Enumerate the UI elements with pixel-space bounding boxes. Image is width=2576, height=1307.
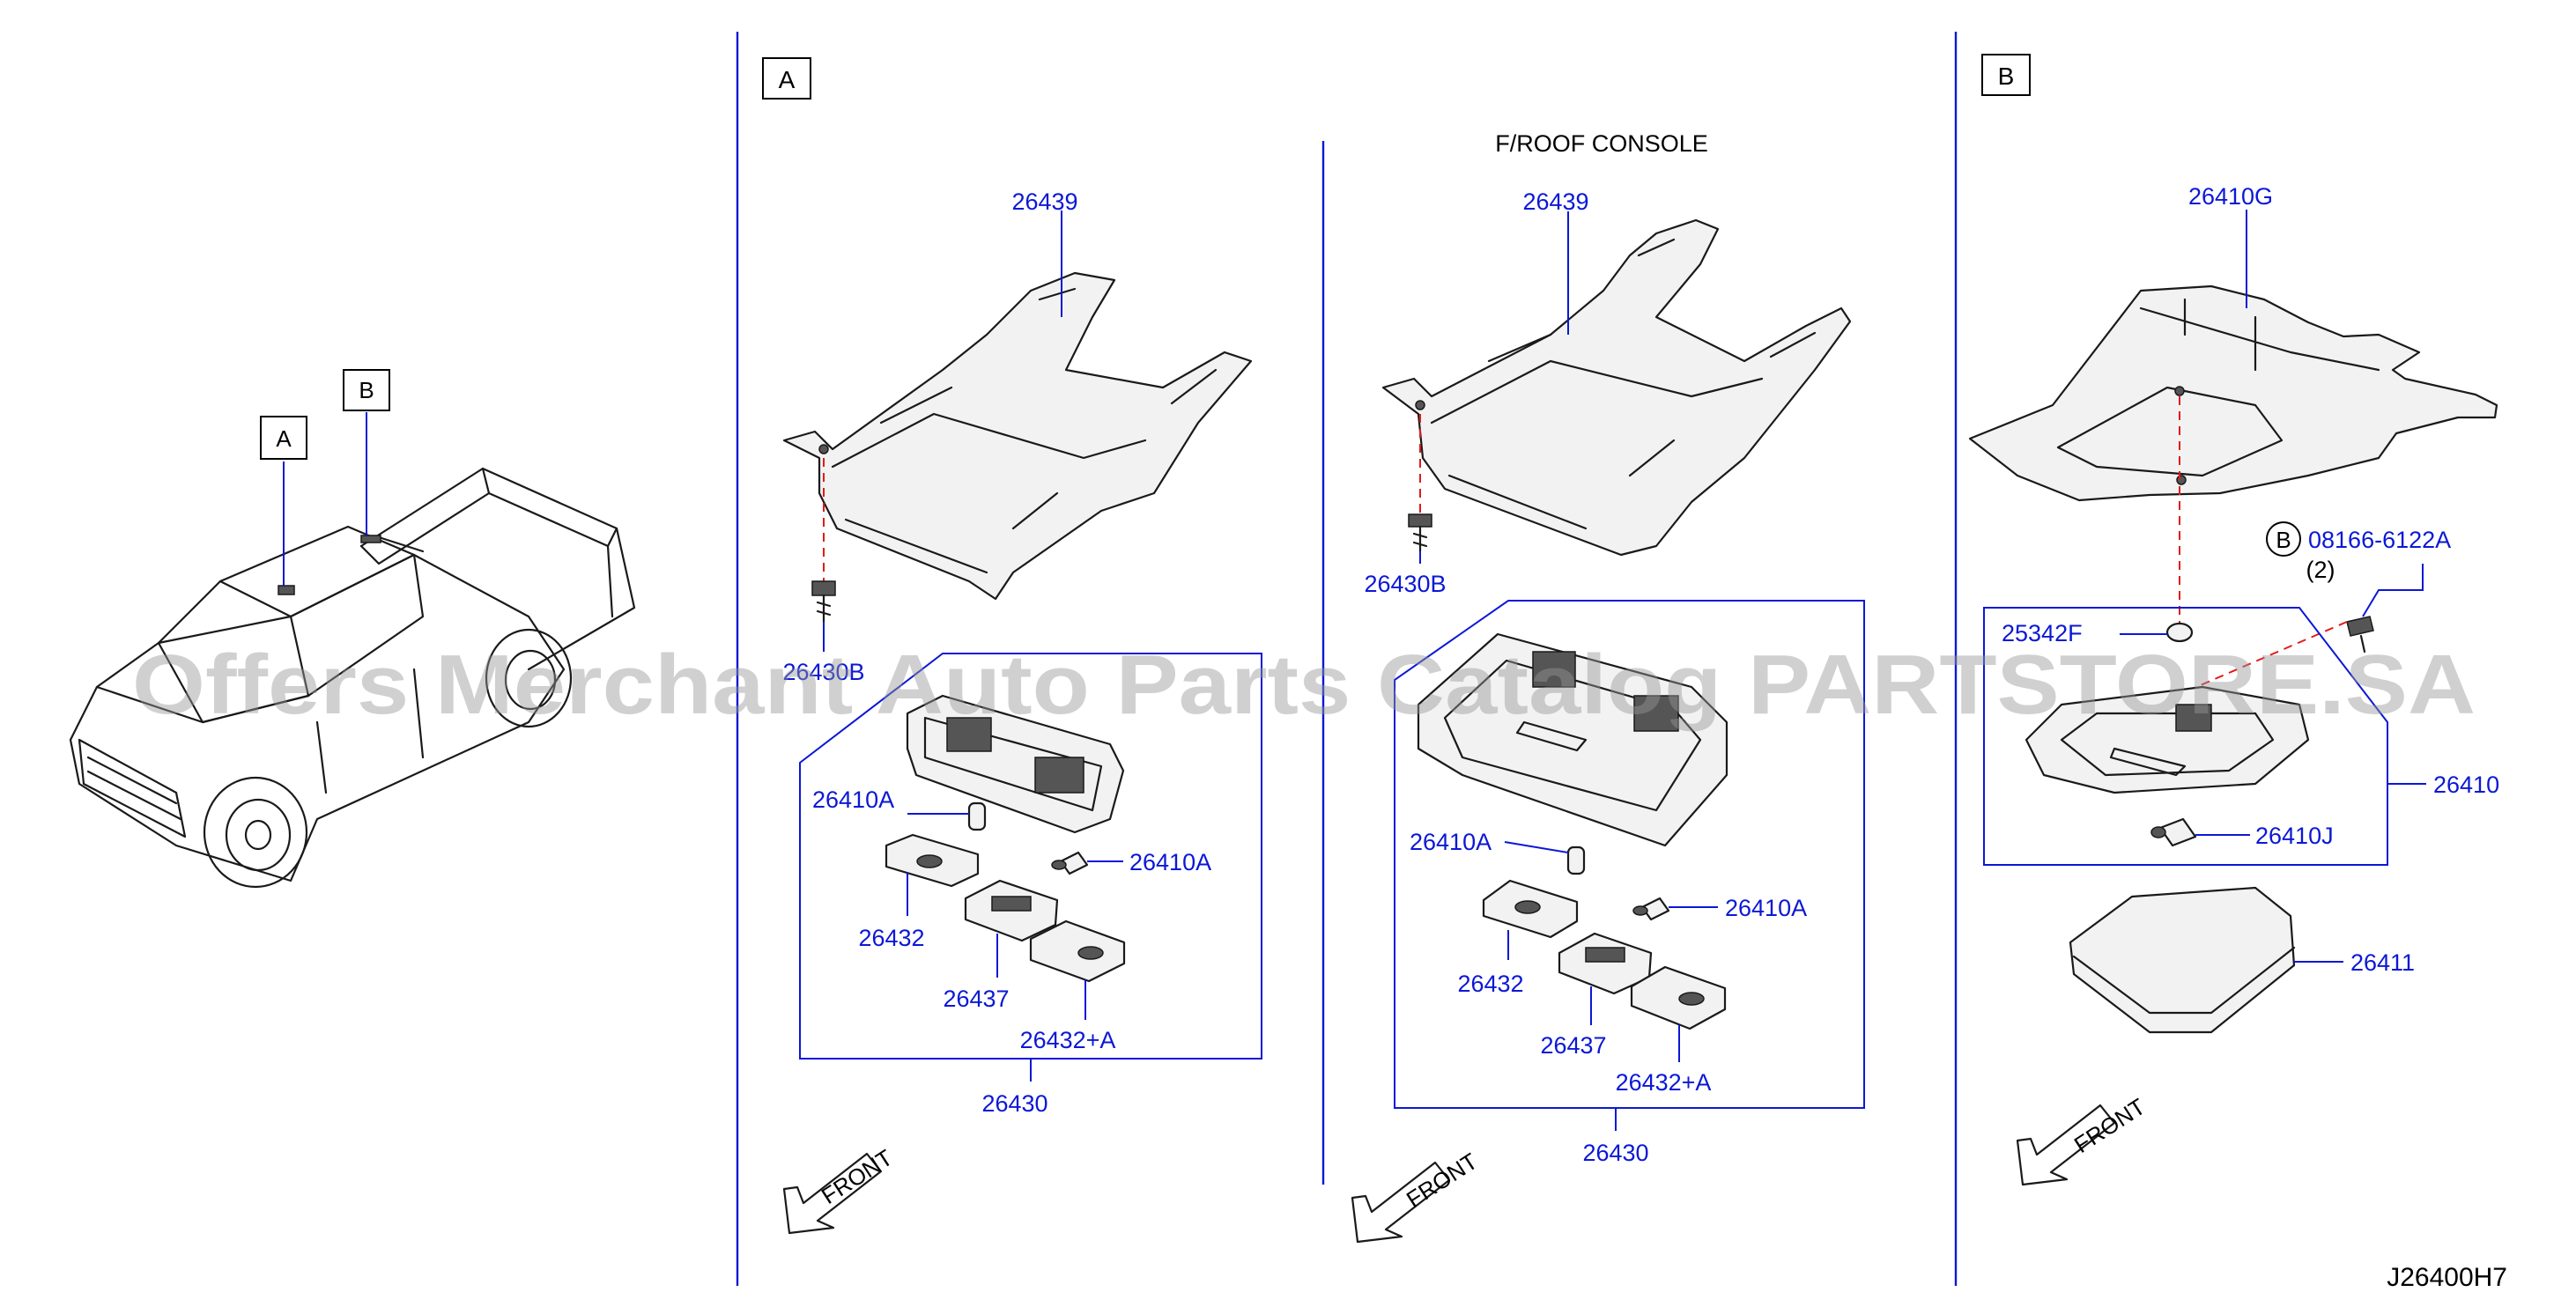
headliner-bracket-b (1968, 284, 2498, 502)
console-title: F/ROOF CONSOLE (1495, 130, 1708, 157)
screw-mid (1408, 513, 1432, 553)
bulb-left-a (967, 801, 987, 831)
bulb-right-mid (1632, 897, 1670, 921)
assembly-box-a (799, 653, 1262, 1060)
lens-26411 (2069, 886, 2296, 1034)
bolt-quantity: (2) (2306, 557, 2335, 583)
label-26410a-right-mid: 26410A (1725, 895, 1807, 921)
console-housing-mid (1417, 632, 1728, 847)
bulb-right-a (1051, 851, 1089, 875)
label-26430b-mid: 26430B (1364, 571, 1446, 597)
label-26430-a: 26430 (981, 1090, 1047, 1117)
label-26410a-left-mid: 26410A (1410, 829, 1492, 855)
label-26432-mid: 26432 (1457, 971, 1523, 997)
bolt-b (2346, 616, 2374, 654)
roof-bracket-mid (1381, 218, 1852, 557)
bulb-left-mid (1566, 845, 1586, 875)
front-arrow-a: FRONT (782, 1144, 898, 1235)
section-b-label: B (1981, 54, 2031, 96)
lens-26432-a (885, 833, 980, 888)
assembly-box-b (1983, 607, 2388, 866)
svg-text:B: B (1998, 63, 2015, 90)
section-a-label: A (762, 57, 811, 100)
label-25342f: 25342F (2002, 620, 2083, 646)
diagram-code: J26400H7 (2387, 1263, 2507, 1292)
label-26437-mid: 26437 (1540, 1032, 1606, 1059)
label-26410a-left-a: 26410A (812, 786, 894, 813)
label-26430b-a: 26430B (782, 659, 864, 685)
front-arrow-mid: FRONT (1351, 1148, 1482, 1244)
label-26437-a: 26437 (943, 986, 1009, 1012)
label-26432-a: 26432 (858, 925, 924, 951)
label-26430-mid: 26430 (1582, 1140, 1648, 1166)
panel-b: 26410G B 08166-6122A (2) 26410 25342F (1968, 183, 2499, 1186)
label-08166-6122a: 08166-6122A (2308, 527, 2451, 553)
truck-callout-b: B (343, 369, 390, 411)
front-label-a: FRONT (817, 1144, 898, 1209)
lens-26432a-mid (1630, 965, 1727, 1030)
label-26432a-mid: 26432+A (1616, 1069, 1712, 1096)
label-26411: 26411 (2350, 949, 2415, 976)
label-26410g: 26410G (2188, 183, 2273, 210)
label-26439-a: 26439 (1011, 188, 1077, 215)
truck-callout-a: A (260, 416, 307, 460)
lens-26432a-a (1029, 919, 1126, 983)
svg-text:A: A (779, 66, 796, 93)
clip-25342f (2165, 622, 2194, 643)
lens-26432-mid (1482, 879, 1579, 939)
pickup-truck-illustration (69, 467, 636, 889)
panel-mid: F/ROOF CONSOLE 26439 26430B 26430 (1351, 130, 1865, 1244)
svg-text:A: A (276, 425, 292, 452)
bolt-ref-b: B (2266, 521, 2301, 557)
front-arrow-b: FRONT (2016, 1093, 2150, 1186)
label-26410: 26410 (2433, 772, 2499, 798)
label-26432a-a: 26432+A (1020, 1027, 1116, 1053)
screw-a (811, 580, 836, 624)
watermark: Offers Merchant Auto Parts Catalog PARTS… (132, 638, 2476, 732)
front-label-b: FRONT (2069, 1093, 2150, 1158)
console-housing-a (906, 694, 1125, 834)
map-lamp-housing-b (2025, 685, 2310, 794)
roof-bracket-a (782, 271, 1253, 601)
label-26439-mid: 26439 (1522, 188, 1588, 215)
label-26410a-right-a: 26410A (1129, 849, 1211, 875)
switch-26437-a (964, 879, 1059, 942)
svg-text:B: B (2276, 527, 2291, 553)
assembly-box-mid (1394, 600, 1865, 1109)
bulb-26410j (2150, 817, 2197, 847)
svg-text:B: B (359, 377, 374, 403)
label-26410j: 26410J (2255, 823, 2334, 849)
